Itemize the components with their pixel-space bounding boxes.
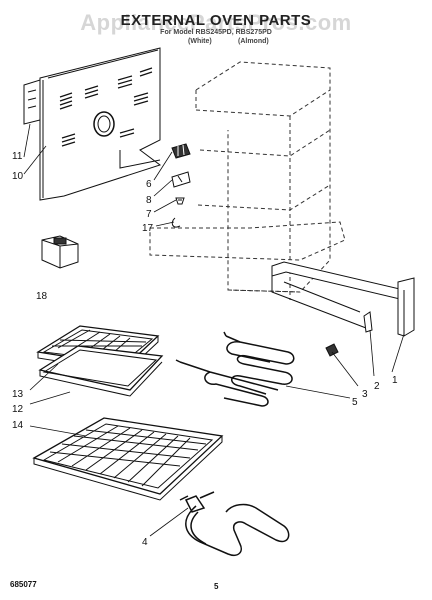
broiler-pan — [38, 326, 162, 396]
diagram-title: EXTERNAL OVEN PARTS — [120, 12, 312, 29]
bracket-part — [24, 80, 40, 124]
color-almond: (Almond) — [238, 38, 269, 45]
callout-13: 13 — [12, 389, 24, 400]
models-line: For Model RBS245PD, RBS275PD — [160, 29, 272, 36]
drawer-rail — [272, 262, 414, 336]
screw-part — [176, 198, 184, 204]
oven-cabinet-outline — [150, 62, 345, 300]
part-number: 685077 — [10, 580, 37, 589]
junction-box — [42, 236, 78, 268]
switch-part — [172, 172, 190, 187]
callout-7: 7 — [146, 209, 152, 220]
watermark: AppliancePartsPros.com — [80, 10, 352, 35]
clip-part — [172, 218, 180, 227]
knob-part — [326, 344, 338, 356]
callout-17: 17 — [142, 223, 154, 234]
callout-6: 6 — [146, 179, 152, 190]
callout-10: 10 — [12, 171, 24, 182]
page-number: 5 — [214, 582, 219, 591]
callout-12: 12 — [12, 404, 24, 415]
leader-lines — [24, 124, 404, 536]
callout-5: 5 — [352, 397, 358, 408]
oven-rack — [34, 418, 222, 500]
callout-18: 18 — [36, 291, 48, 302]
terminal-block — [172, 144, 190, 158]
callout-8: 8 — [146, 195, 152, 206]
callout-4: 4 — [142, 537, 148, 548]
color-line: (White) (Almond) — [0, 38, 432, 48]
callout-1: 1 — [392, 375, 398, 386]
bake-element — [180, 492, 289, 555]
callout-2: 2 — [374, 381, 380, 392]
back-panel — [40, 48, 160, 200]
broil-element — [176, 332, 294, 406]
callout-11: 11 — [12, 151, 23, 162]
callout-3: 3 — [362, 389, 368, 400]
color-white: (White) — [188, 38, 212, 45]
callout-14: 14 — [12, 420, 24, 431]
